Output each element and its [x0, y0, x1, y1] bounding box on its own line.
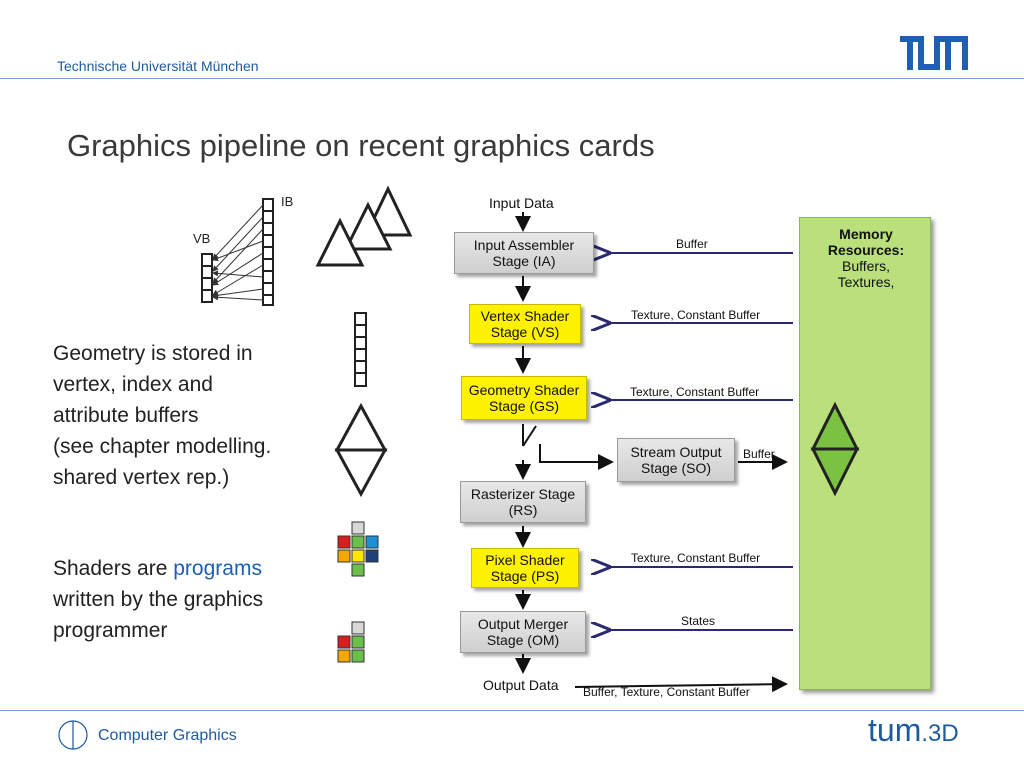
stage-rasterizer: Rasterizer Stage(RS): [460, 481, 586, 523]
globe-icon: [58, 720, 88, 750]
footer-divider: [0, 710, 1024, 711]
geometry-line: (see chapter modelling.: [53, 435, 272, 458]
shaders-line: programmer: [53, 619, 168, 642]
memory-item: Textures,: [837, 274, 895, 290]
tum3d-logo-text: tum: [868, 712, 922, 748]
flow-label-so: Buffer: [743, 447, 775, 461]
index-vertex-buffer-diagram: [201, 198, 274, 306]
stage-abbrev: Stage (GS): [488, 398, 560, 414]
memory-title: Memory: [839, 226, 893, 242]
institution-name: Technische Universität München: [57, 58, 259, 74]
geometry-line: shared vertex rep.): [53, 466, 230, 489]
output-data-label: Output Data: [483, 677, 559, 693]
stage-name: Input Assembler: [473, 237, 575, 253]
memory-item: Buffers,: [842, 258, 890, 274]
shared-vertex-diamond-icon: [334, 402, 388, 498]
flow-label-gs: Texture, Constant Buffer: [630, 385, 760, 399]
course-name: Computer Graphics: [98, 727, 237, 744]
flow-label-output: Buffer, Texture, Constant Buffer: [583, 685, 750, 699]
memory-diamond-icon: [810, 401, 860, 497]
stage-name: Pixel Shader: [485, 552, 565, 568]
stage-abbrev: Stage (SO): [640, 460, 712, 476]
stage-name: Stream Output: [630, 444, 722, 460]
triangle-strip-icon: [315, 185, 413, 267]
ib-label: IB: [281, 194, 294, 209]
flow-label-ps: Texture, Constant Buffer: [631, 551, 761, 565]
flow-label-om: States: [681, 614, 716, 628]
geometry-line: vertex, index and: [53, 373, 213, 396]
flow-label-ia: Buffer: [676, 237, 708, 251]
geometry-line: Geometry is stored in: [53, 342, 253, 365]
geometry-paragraph: Geometry is stored in vertex, index and …: [53, 338, 271, 493]
stage-name: Rasterizer Stage: [470, 486, 576, 502]
stage-name: Vertex Shader: [480, 308, 570, 324]
tum-logo-icon: [900, 36, 968, 70]
stage-abbrev: (RS): [508, 502, 538, 518]
memory-title: Resources:: [827, 242, 905, 258]
tum3d-logo-suffix: .3D: [921, 720, 959, 747]
vb-label: VB: [193, 231, 211, 246]
tum3d-logo: tum.3D: [868, 712, 968, 749]
stage-abbrev: Stage (OM): [486, 632, 560, 648]
stage-abbrev: Stage (IA): [492, 253, 556, 269]
memory-resources-text: Memory Resources: Buffers, Textures,: [800, 226, 932, 290]
header-divider: [0, 78, 1024, 79]
geometry-line: attribute buffers: [53, 404, 199, 427]
stage-abbrev: Stage (PS): [490, 568, 560, 584]
attribute-buffer-icon: [354, 312, 367, 387]
stage-name: Output Merger: [477, 616, 569, 632]
programs-highlight: programs: [173, 557, 262, 580]
shaders-paragraph: Shaders are programs written by the grap…: [53, 553, 263, 646]
shaders-line: written by the graphics: [53, 588, 264, 611]
slide-title: Graphics pipeline on recent graphics car…: [67, 128, 655, 163]
stage-abbrev: Stage (VS): [490, 324, 560, 340]
stage-name: Geometry Shader: [468, 382, 580, 398]
shaders-prefix: Shaders are: [53, 557, 174, 580]
shader-grid-small-icon: [337, 621, 365, 663]
input-data-label: Input Data: [489, 195, 554, 211]
shader-grid-large-icon: [337, 521, 379, 577]
flow-label-vs: Texture, Constant Buffer: [631, 308, 761, 322]
